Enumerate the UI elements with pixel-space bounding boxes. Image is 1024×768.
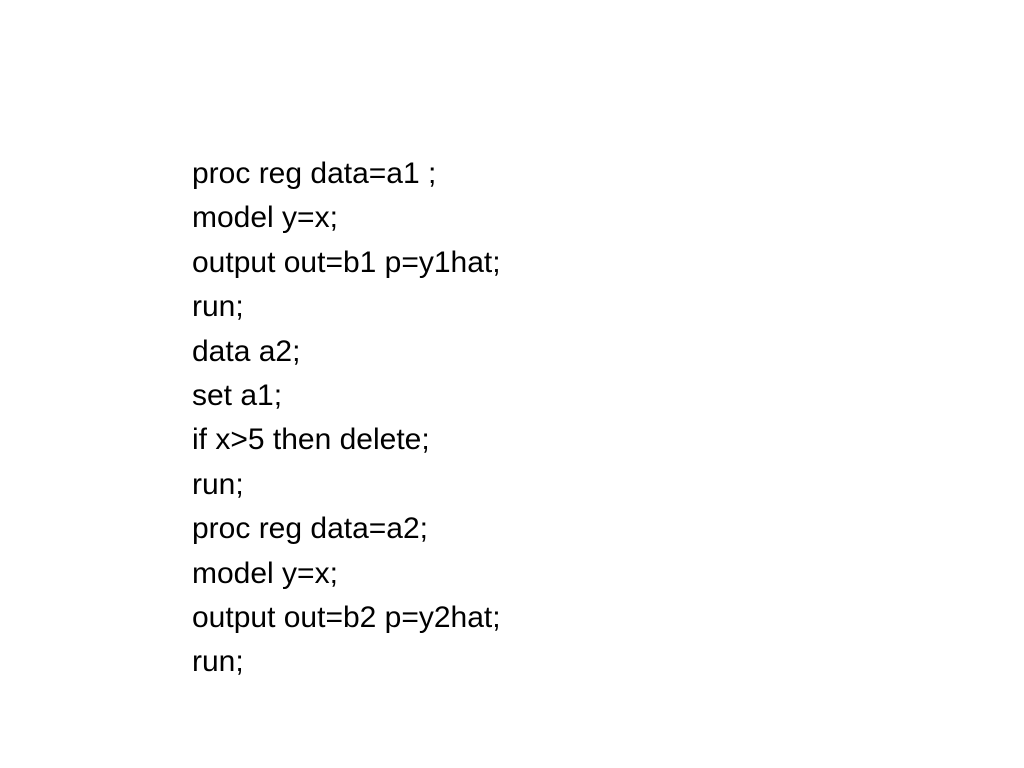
code-line-set-a1: set a1; bbox=[192, 378, 283, 412]
code-line-model-1: model y=x; bbox=[192, 201, 338, 235]
code-line-data-a2: data a2; bbox=[192, 334, 301, 368]
sas-code-block: proc reg data=a1 ; model y=x; output out… bbox=[192, 152, 501, 685]
code-line-run-1: run; bbox=[192, 290, 244, 324]
code-line-output-b1: output out=b1 p=y1hat; bbox=[192, 245, 501, 279]
code-line-if-delete: if x>5 then delete; bbox=[192, 423, 430, 457]
code-line-run-3: run; bbox=[192, 645, 244, 679]
code-line-proc-reg-a1: proc reg data=a1 ; bbox=[192, 157, 437, 190]
code-line-output-b2: output out=b2 p=y2hat; bbox=[192, 600, 501, 634]
code-line-proc-reg-a2: proc reg data=a2; bbox=[192, 512, 429, 546]
code-line-model-2: model y=x; bbox=[192, 556, 338, 590]
code-line-run-2: run; bbox=[192, 467, 244, 501]
